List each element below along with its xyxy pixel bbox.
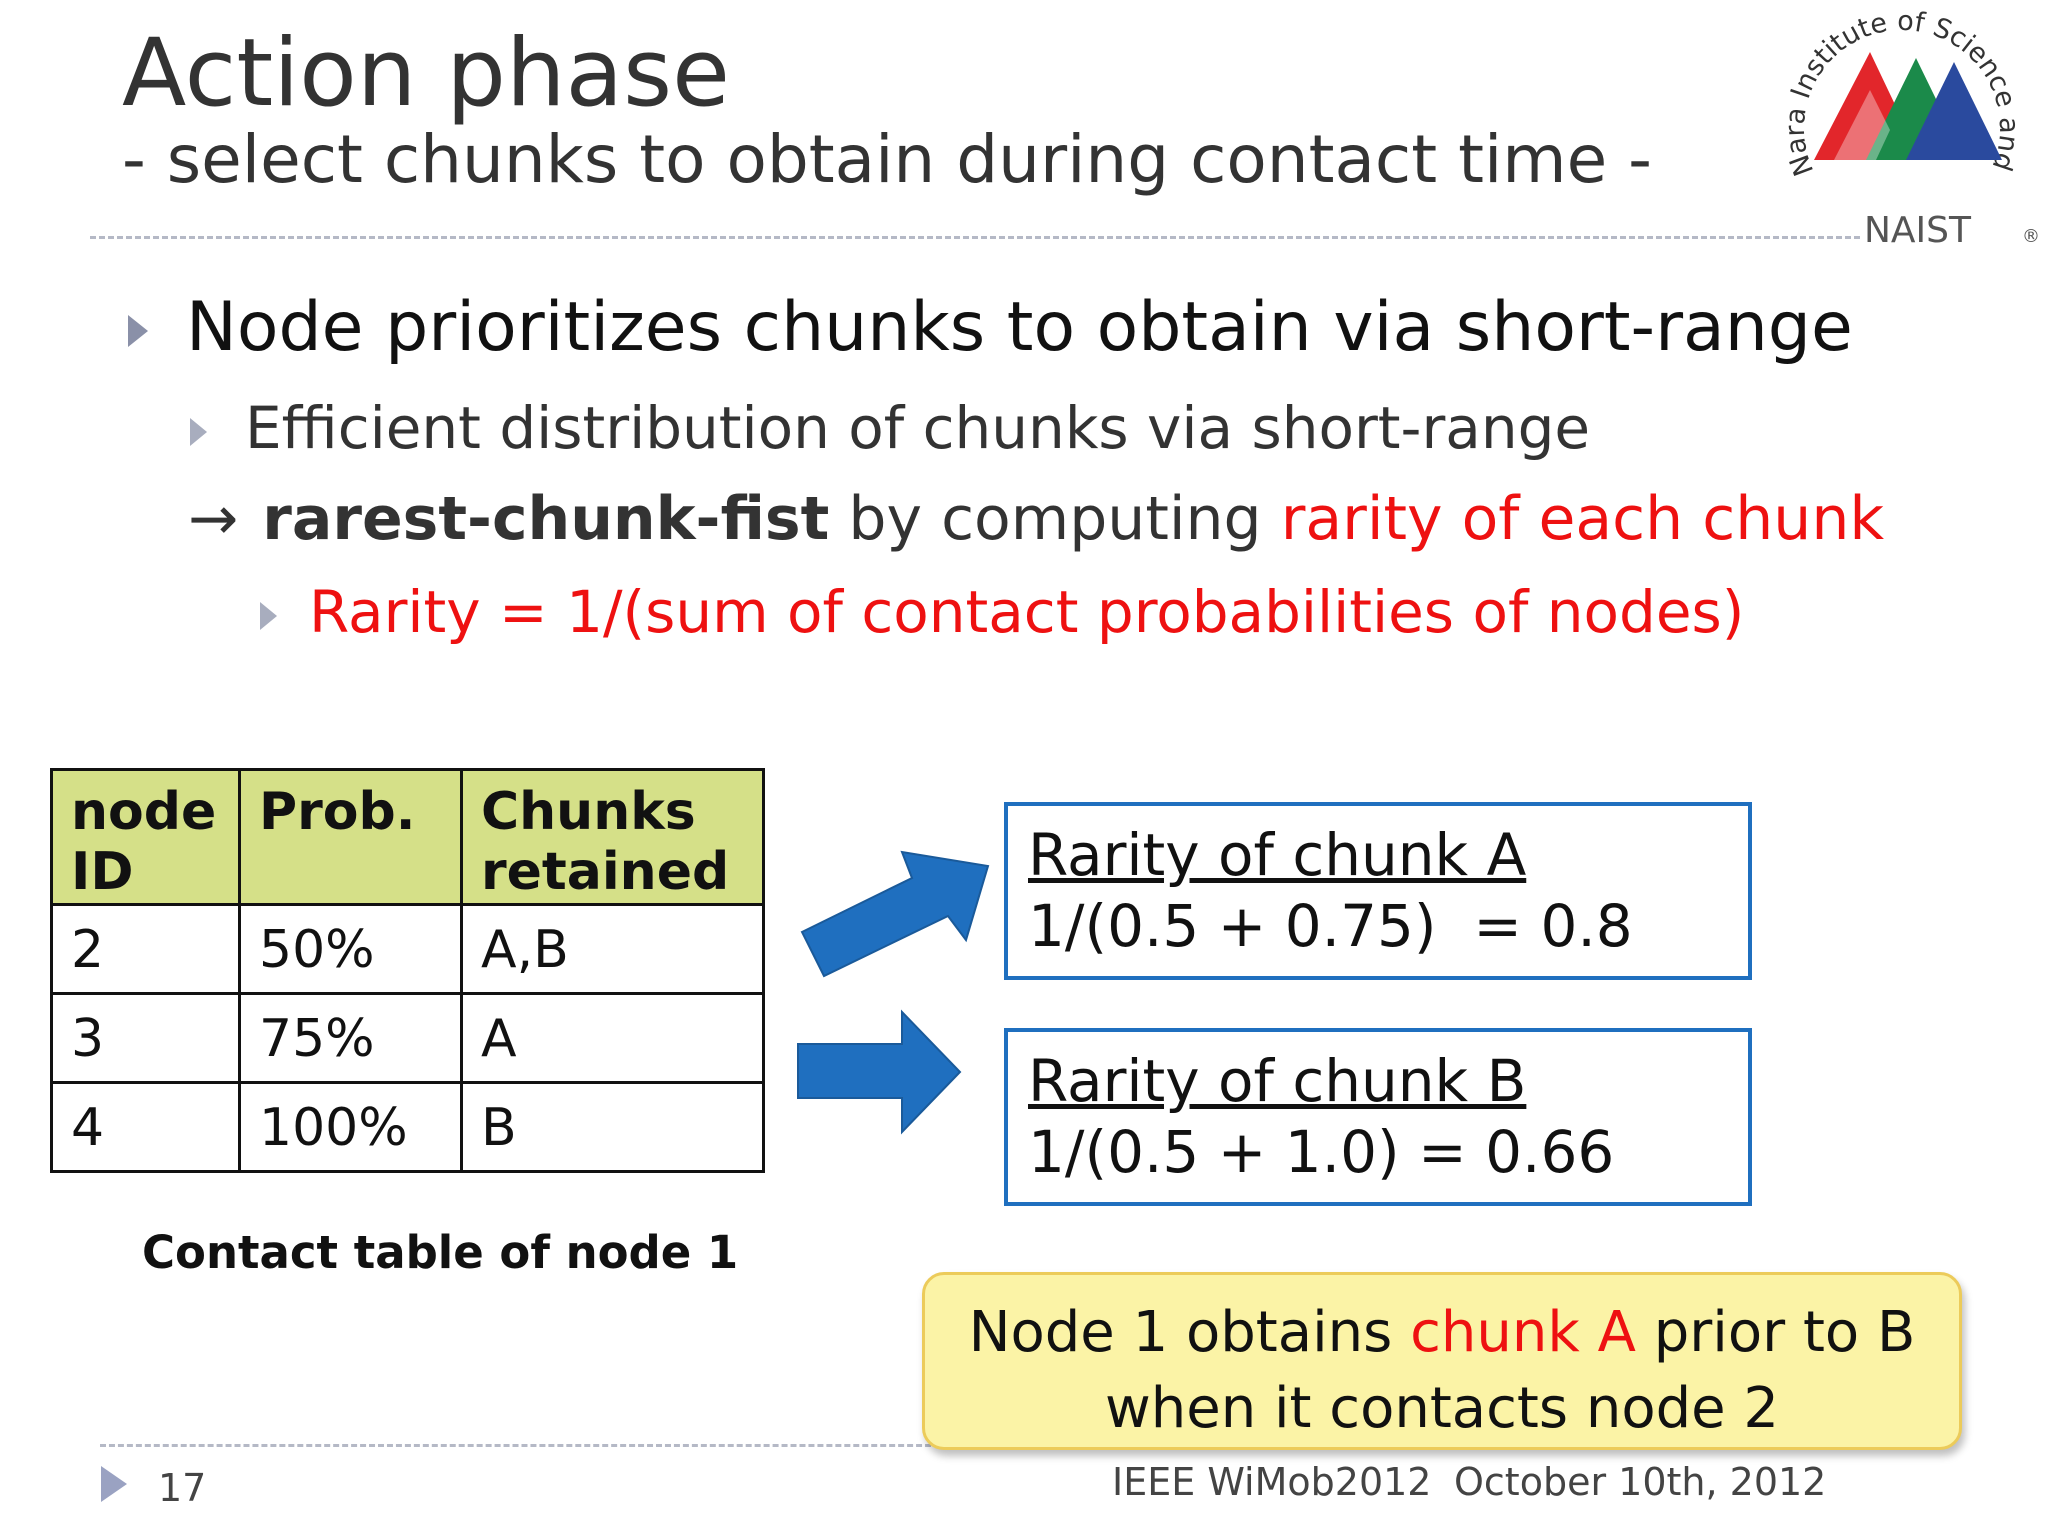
rarity-box-a: Rarity of chunk A 1/(0.5 + 0.75) = 0.8 [1004, 802, 1752, 980]
right-arrow-block-icon [797, 1009, 962, 1135]
logo-registered: ® [2022, 226, 2040, 247]
rarity-a-formula: 1/(0.5 + 0.75) = 0.8 [1028, 891, 1633, 960]
rarity-b-heading: Rarity of chunk B [1028, 1047, 1527, 1115]
page-title: Action phase [122, 19, 730, 128]
table-cell: A [460, 991, 765, 1084]
bullet-3-red: rarity of each chunk [1280, 484, 1885, 554]
page-subtitle: - select chunks to obtain during contact… [122, 121, 1652, 198]
table-row: 3 75% A [50, 991, 765, 1084]
table-cell: 50% [238, 902, 463, 995]
up-right-arrow-icon [800, 850, 990, 978]
table-cell: 2 [50, 902, 241, 995]
table-cell: B [460, 1080, 765, 1173]
table-row: 4 100% B [50, 1080, 765, 1173]
table-cell: A,B [460, 902, 765, 995]
bullet-triangle-icon [128, 315, 148, 348]
naist-logo-icon: Nara Institute of Science and Technology… [1778, 0, 2040, 250]
header-prob: Prob. [238, 768, 463, 906]
page-number: 17 [158, 1466, 207, 1510]
right-arrow-icon: → [188, 484, 239, 554]
table-cell: 100% [238, 1080, 463, 1173]
table-cell: 3 [50, 991, 241, 1084]
bullet-triangle-icon [190, 417, 207, 446]
bullet-2: Efficient distribution of chunks via sho… [190, 394, 1590, 462]
logo-name: NAIST [1864, 210, 1972, 250]
title-divider [90, 236, 1860, 239]
bullet-2-text: Efficient distribution of chunks via sho… [245, 394, 1591, 462]
conclusion-line-1: Node 1 obtains chunk A prior to B [968, 1300, 1916, 1365]
rarity-box-b: Rarity of chunk B 1/(0.5 + 1.0) = 0.66 [1004, 1028, 1752, 1206]
table-cell: 75% [238, 991, 463, 1084]
footer-date: October 10th, 2012 [1454, 1460, 1827, 1504]
rarity-a-heading: Rarity of chunk A [1028, 821, 1527, 889]
rarity-b-formula: 1/(0.5 + 1.0) = 0.66 [1028, 1117, 1615, 1186]
logo-blue-peak [1906, 62, 2002, 160]
footer-conference: IEEE WiMob2012 [1112, 1460, 1432, 1504]
bullet-1: Node prioritizes chunks to obtain via sh… [128, 288, 1853, 367]
table-row: 2 50% A,B [50, 902, 765, 995]
conclusion-box: Node 1 obtains chunk A prior to B when i… [922, 1272, 1962, 1450]
logo-peak-stripe [1834, 90, 1890, 160]
bullet-4: Rarity = 1/(sum of contact probabilities… [260, 578, 1744, 646]
bullet-4-text: Rarity = 1/(sum of contact probabilities… [309, 578, 1745, 646]
table-caption: Contact table of node 1 [142, 1226, 739, 1279]
bullet-3-mid: by computing [829, 484, 1281, 554]
bullet-3: → rarest-chunk-fist by computing rarity o… [188, 484, 1884, 554]
bullet-3-bold: rarest-chunk-fist [262, 484, 830, 554]
table-cell: 4 [50, 1080, 241, 1173]
conclusion-line-2: when it contacts node 2 [1104, 1375, 1780, 1441]
bullet-1-text: Node prioritizes chunks to obtain via sh… [186, 288, 1853, 367]
footer-divider [100, 1444, 940, 1447]
footer-triangle-icon [101, 1466, 127, 1502]
arrows-icon [797, 850, 990, 1135]
bullet-triangle-icon [260, 601, 277, 630]
